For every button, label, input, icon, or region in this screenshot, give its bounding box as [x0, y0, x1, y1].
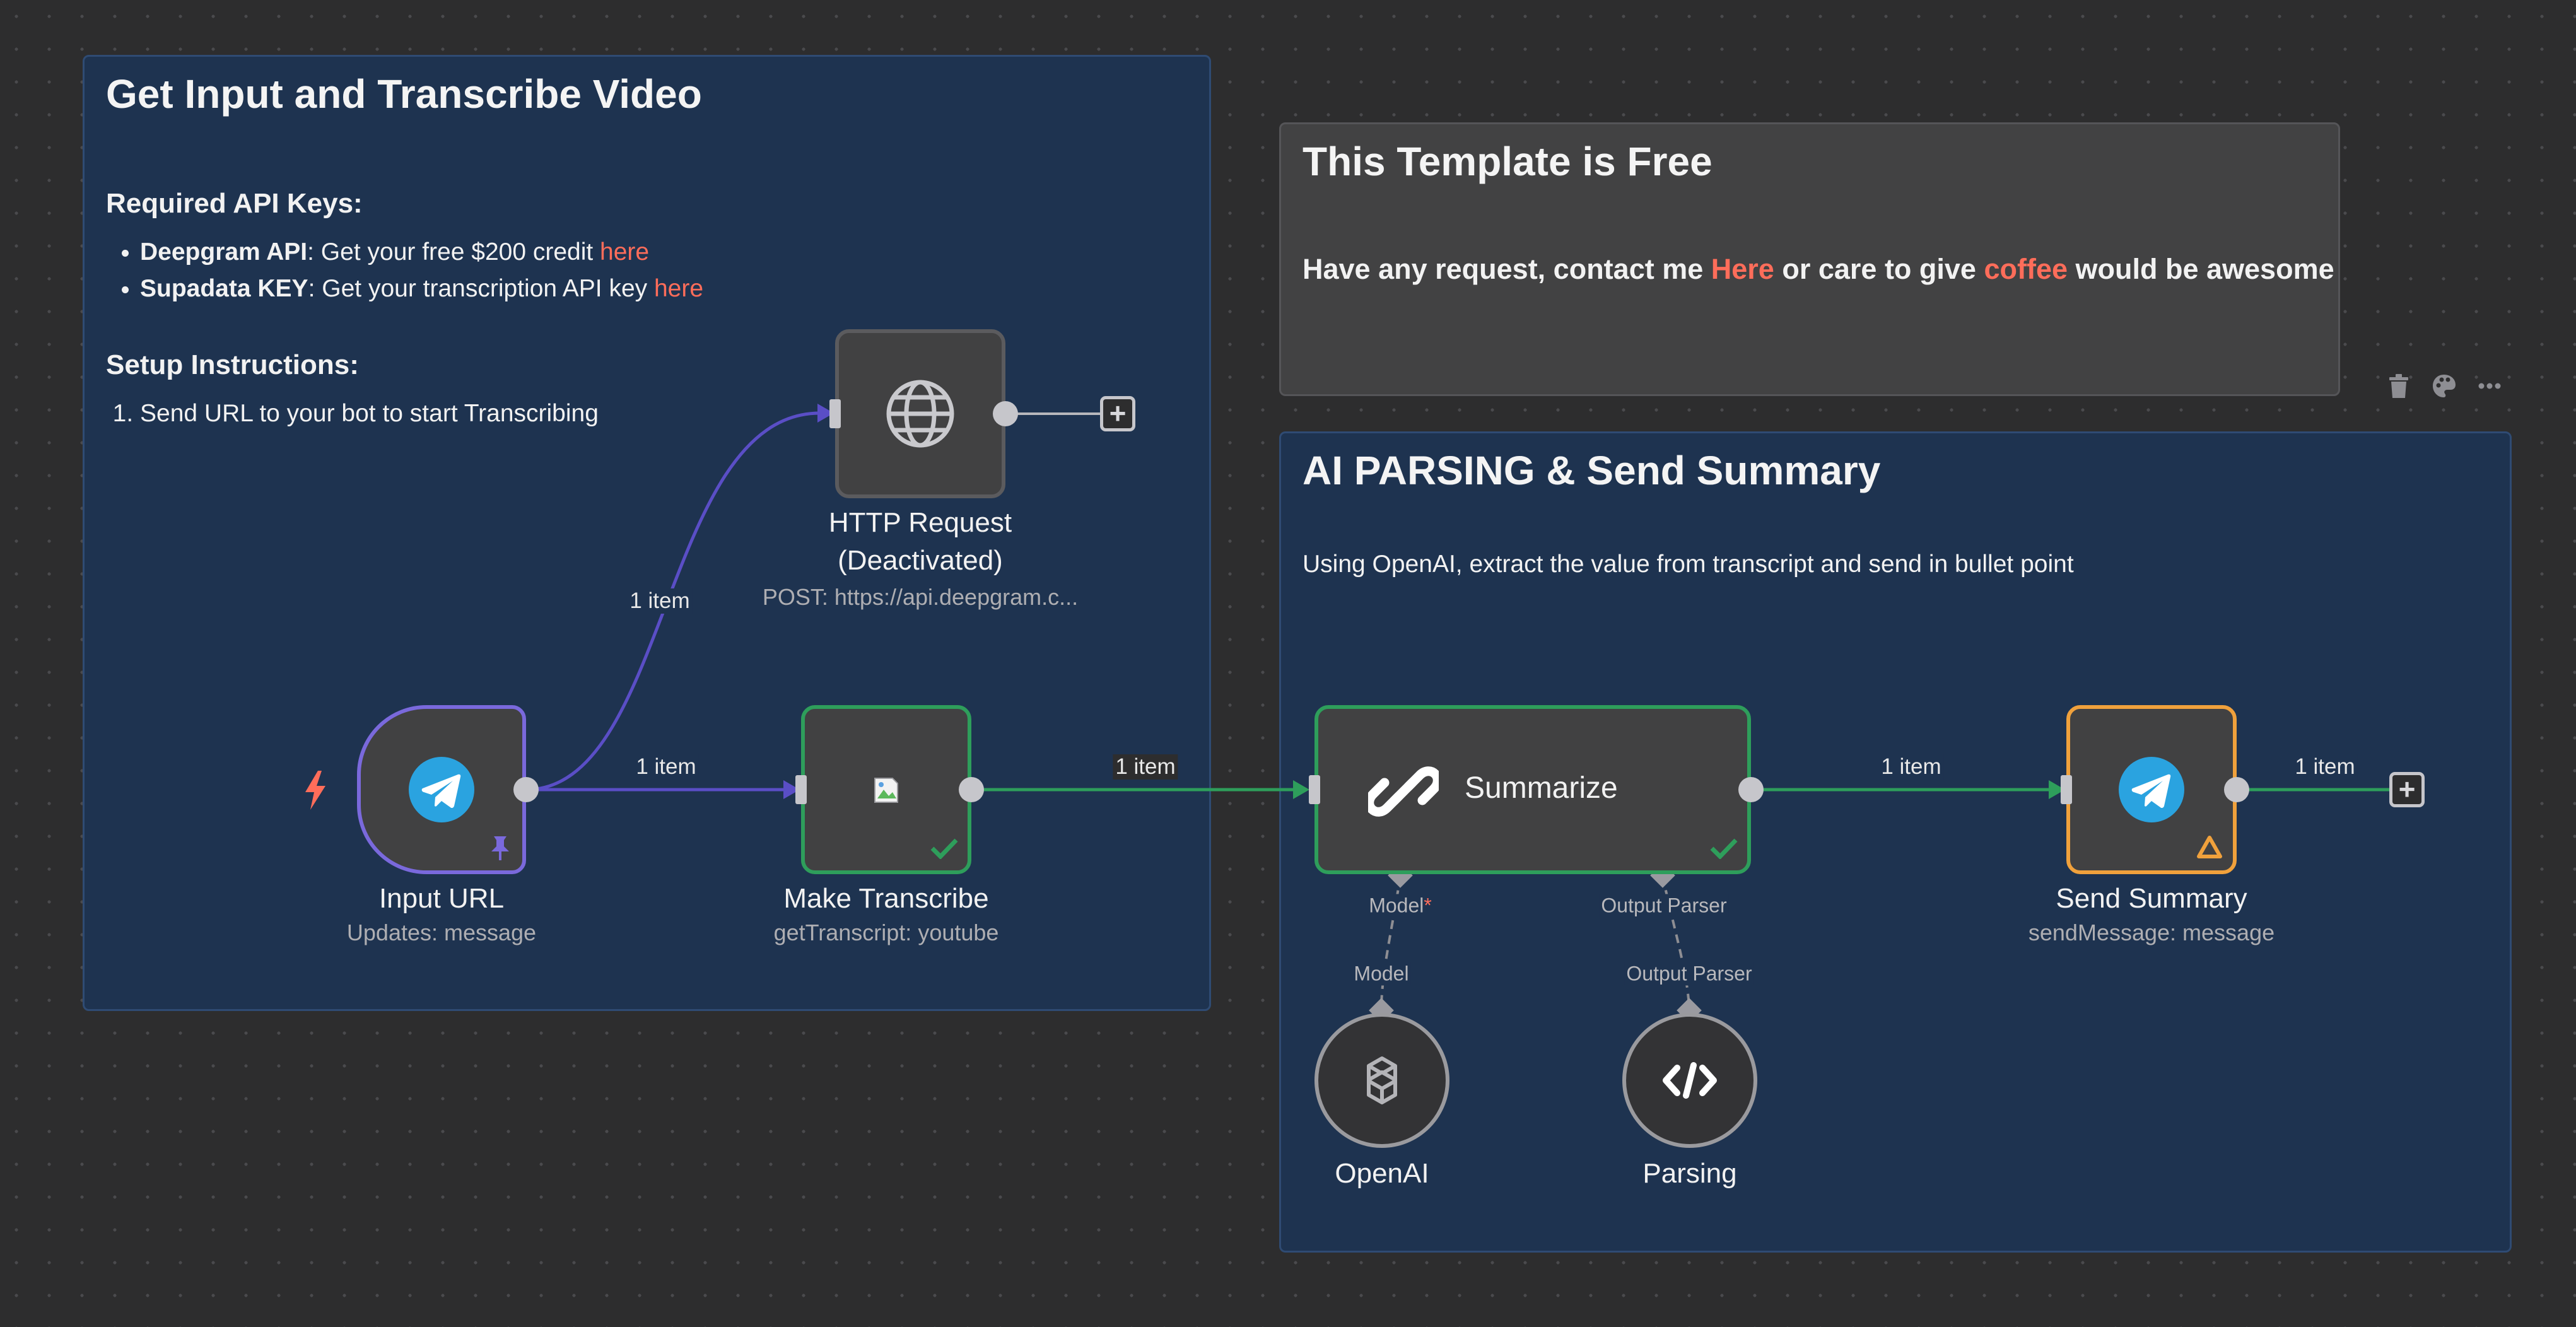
list-item: Deepgram API: Get your free $200 credit … [140, 238, 703, 266]
input-handle[interactable] [795, 775, 807, 804]
sticky-title: This Template is Free [1303, 139, 1712, 184]
node-http-request[interactable] [835, 329, 1005, 498]
contact-link[interactable]: Here [1711, 253, 1774, 285]
api-keys-list: Deepgram API: Get your free $200 credit … [106, 238, 703, 312]
node-label-make-transcribe: Make Transcribe getTranscript: youtube [773, 883, 999, 945]
telegram-icon [2119, 757, 2184, 822]
trigger-bolt-icon [299, 769, 332, 811]
edge-label: 1 item [1113, 754, 1178, 780]
warning-icon [2194, 831, 2225, 863]
sticky-input-section[interactable]: Get Input and Transcribe Video Required … [83, 55, 1211, 1011]
add-node-button[interactable]: + [1100, 396, 1135, 431]
success-check-icon [1708, 833, 1740, 864]
sticky-title: AI PARSING & Send Summary [1303, 448, 1881, 493]
edge-label: 1 item [627, 588, 693, 614]
node-label-openai: OpenAI [1335, 1158, 1429, 1189]
input-handle[interactable] [2061, 775, 2072, 804]
more-icon[interactable] [2474, 371, 2505, 401]
output-handle[interactable] [959, 777, 984, 802]
list-item: Supadata KEY: Get your transcription API… [140, 275, 703, 303]
coffee-link[interactable]: coffee [1984, 253, 2068, 285]
parsing-port-label: Output Parser [1624, 962, 1754, 986]
trash-icon[interactable] [2384, 371, 2414, 401]
globe-icon [884, 377, 957, 450]
success-check-icon [928, 833, 960, 864]
openai-icon [1350, 1049, 1414, 1112]
output-parser-port-label: Output Parser [1599, 894, 1729, 918]
node-send-summary[interactable] [2066, 705, 2237, 874]
node-label-parsing: Parsing [1642, 1158, 1737, 1189]
supadata-link[interactable]: here [653, 275, 704, 302]
node-input-url[interactable] [357, 705, 526, 874]
input-handle[interactable] [1309, 775, 1320, 804]
output-handle[interactable] [993, 401, 1018, 426]
node-openai[interactable] [1314, 1013, 1449, 1148]
model-port-label: Model* [1367, 894, 1434, 918]
node-label-http-request: HTTP Request (Deactivated) POST: https:/… [762, 507, 1079, 610]
node-make-transcribe[interactable] [801, 705, 971, 874]
telegram-icon [409, 757, 474, 822]
contact-text: Have any request, contact me Here or car… [1303, 253, 2334, 285]
node-summarize[interactable]: Summarize [1314, 705, 1751, 874]
deepgram-link[interactable]: here [600, 238, 650, 266]
edge-label: 1 item [2292, 754, 2358, 780]
edge-label: 1 item [633, 754, 699, 780]
list-item: Send URL to your bot to start Transcribi… [140, 400, 599, 428]
code-icon [1658, 1049, 1721, 1112]
broken-image-icon [870, 775, 902, 806]
openai-port-label: Model [1352, 962, 1411, 986]
output-handle[interactable] [2224, 777, 2249, 802]
edge-label: 1 item [1878, 754, 1944, 780]
keys-heading: Required API Keys: [106, 188, 363, 219]
pin-icon [487, 833, 513, 863]
node-parsing[interactable] [1622, 1013, 1757, 1148]
sticky-free-template[interactable]: This Template is Free Have any request, … [1279, 122, 2340, 396]
palette-icon[interactable] [2429, 371, 2459, 401]
input-handle[interactable] [829, 399, 841, 428]
node-label-send-summary: Send Summary sendMessage: message [2028, 883, 2275, 945]
sticky-title: Get Input and Transcribe Video [106, 71, 702, 117]
ai-description: Using OpenAI, extract the value from tra… [1303, 551, 2074, 578]
node-title: Summarize [1465, 771, 1618, 805]
link-chain-icon [1366, 754, 1441, 829]
output-handle[interactable] [513, 777, 539, 802]
setup-heading: Setup Instructions: [106, 349, 359, 380]
add-node-button[interactable]: + [2389, 772, 2425, 807]
setup-steps: Send URL to your bot to start Transcribi… [106, 400, 599, 428]
output-handle[interactable] [1738, 777, 1764, 802]
node-label-input-url: Input URL Updates: message [346, 883, 537, 945]
